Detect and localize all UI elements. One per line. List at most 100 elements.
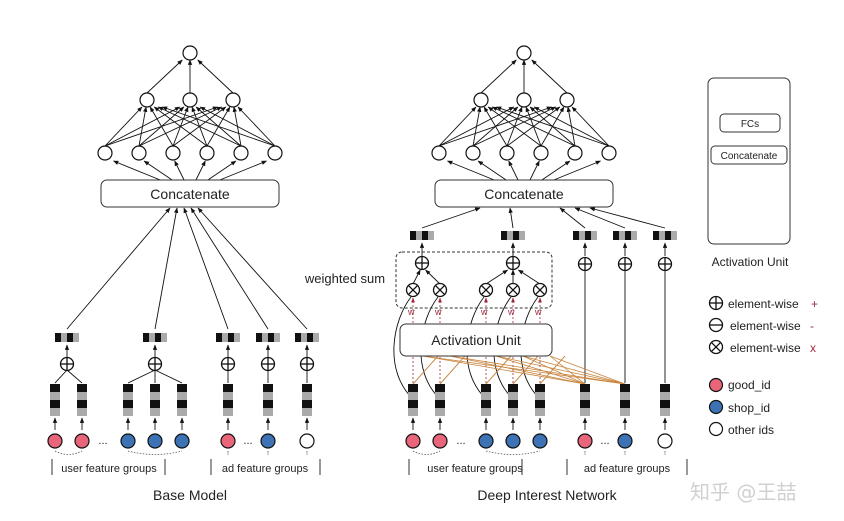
- op-stroke: [534, 284, 546, 296]
- mlp-edge: [197, 59, 234, 94]
- embedding-cell: [625, 231, 631, 240]
- din-pooled-embedding: [501, 231, 525, 240]
- embedding-cell: [435, 400, 445, 408]
- embedding-cell: [508, 408, 518, 416]
- base-hidden-node: [225, 92, 241, 108]
- embedding-cell: [631, 231, 637, 240]
- base-model-title: Base Model: [153, 487, 227, 503]
- mlp-edge: [483, 106, 508, 147]
- din-activation-unit-label: Activation Unit: [431, 332, 521, 348]
- din-concat-box: Concatenate: [434, 179, 614, 208]
- embedding-cell: [263, 392, 273, 400]
- legend-shop-id-label: shop_id: [728, 401, 770, 415]
- circle-minus-icon: [708, 317, 724, 333]
- user-to-activation-link: [512, 355, 539, 385]
- embedding-cell: [177, 384, 187, 392]
- embedding-cell: [508, 384, 518, 392]
- mlp-edge: [149, 106, 174, 147]
- mlp-edge: [195, 160, 206, 181]
- embedding-cell: [223, 408, 233, 416]
- embedding-cell: [513, 231, 519, 240]
- base-feature-embedding: [177, 384, 187, 416]
- embedding-cell: [307, 333, 313, 342]
- embedding-cell: [665, 231, 671, 240]
- embedding-cell: [428, 231, 434, 240]
- base-pooled-embedding: [143, 333, 167, 342]
- embedding-cell: [435, 408, 445, 416]
- mlp-edge: [508, 160, 519, 181]
- din-hidden-node: [473, 92, 489, 108]
- din-product-to-sum: [425, 269, 441, 285]
- din-feature-embedding: [435, 384, 445, 416]
- din-hidden-node: [567, 145, 583, 161]
- embedding-cell: [410, 231, 416, 240]
- embedding-cell: [234, 333, 240, 342]
- embedding-cell: [579, 231, 585, 240]
- embedding-cell: [580, 408, 590, 416]
- din-product-op: [532, 282, 548, 298]
- user-to-activation-link: [485, 355, 512, 385]
- embedding-cell: [301, 333, 307, 342]
- mlp-edge: [438, 106, 477, 147]
- base-user-group-label: user feature groups: [61, 463, 157, 475]
- base-pooled-embedding: [295, 333, 319, 342]
- base-pooled-embedding: [216, 333, 240, 342]
- din-hidden-node: [465, 145, 481, 161]
- embedding-cell: [660, 400, 670, 408]
- shop-id-legend-icon: [708, 399, 724, 415]
- embedding-cell: [535, 384, 545, 392]
- din-output-node: [516, 45, 532, 61]
- good-id-node: [74, 433, 90, 449]
- embedding-cell: [671, 231, 677, 240]
- base-embed-to-sum: [127, 369, 156, 384]
- ad-to-activation-link: [495, 355, 586, 385]
- base-sum-op: [220, 356, 236, 372]
- good-id-node: [220, 433, 236, 449]
- embedding-cell: [660, 392, 670, 400]
- base-pool-to-concat: [183, 207, 229, 330]
- embedding-cell: [263, 384, 273, 392]
- din-user-group-bracket: [408, 459, 523, 475]
- embedding-cell: [274, 333, 280, 342]
- embedding-cell: [262, 333, 268, 342]
- embedding-cell: [222, 333, 228, 342]
- embedding-cell: [501, 231, 507, 240]
- din-hidden-node: [533, 145, 549, 161]
- base-hidden-node: [131, 145, 147, 161]
- embedding-cell: [61, 333, 67, 342]
- weight-label: w: [507, 307, 515, 317]
- base-pool-to-concat: [154, 207, 179, 330]
- mlp-edge: [161, 106, 276, 147]
- embedding-cell: [123, 384, 133, 392]
- din-ellipsis-ad: ...: [600, 435, 609, 447]
- weight-label: w: [407, 307, 415, 317]
- embedding-cell: [573, 231, 579, 240]
- base-ad-group-label: ad feature groups: [222, 463, 309, 475]
- base-sum-op: [299, 356, 315, 372]
- embedding-cell: [535, 400, 545, 408]
- embedding-cell: [256, 333, 262, 342]
- base-sum-op: [59, 356, 75, 372]
- din-ad-group-bracket: [566, 459, 688, 475]
- mlp-edge: [112, 160, 161, 181]
- op-stroke: [710, 341, 722, 353]
- din-feature-embedding: [535, 384, 545, 416]
- embedding-cell: [660, 384, 670, 392]
- embedding-cell: [620, 384, 630, 392]
- mlp-edge: [138, 106, 148, 147]
- embedding-cell: [619, 231, 625, 240]
- ad-to-activation-link: [522, 355, 626, 385]
- embedding-cell: [653, 231, 659, 240]
- embedding-cell: [150, 408, 160, 416]
- good-id-node: [47, 433, 63, 449]
- other-id-node: [299, 433, 315, 449]
- mlp-edge: [487, 106, 542, 147]
- shop-id-node: [505, 433, 521, 449]
- base-feature-embedding: [77, 384, 87, 416]
- embedding-cell: [216, 333, 222, 342]
- din-product-op: [505, 282, 521, 298]
- din-product-op: [478, 282, 494, 298]
- din-pooled-embedding: [653, 231, 677, 240]
- embedding-cell: [416, 231, 422, 240]
- base-embed-to-sum: [66, 369, 83, 384]
